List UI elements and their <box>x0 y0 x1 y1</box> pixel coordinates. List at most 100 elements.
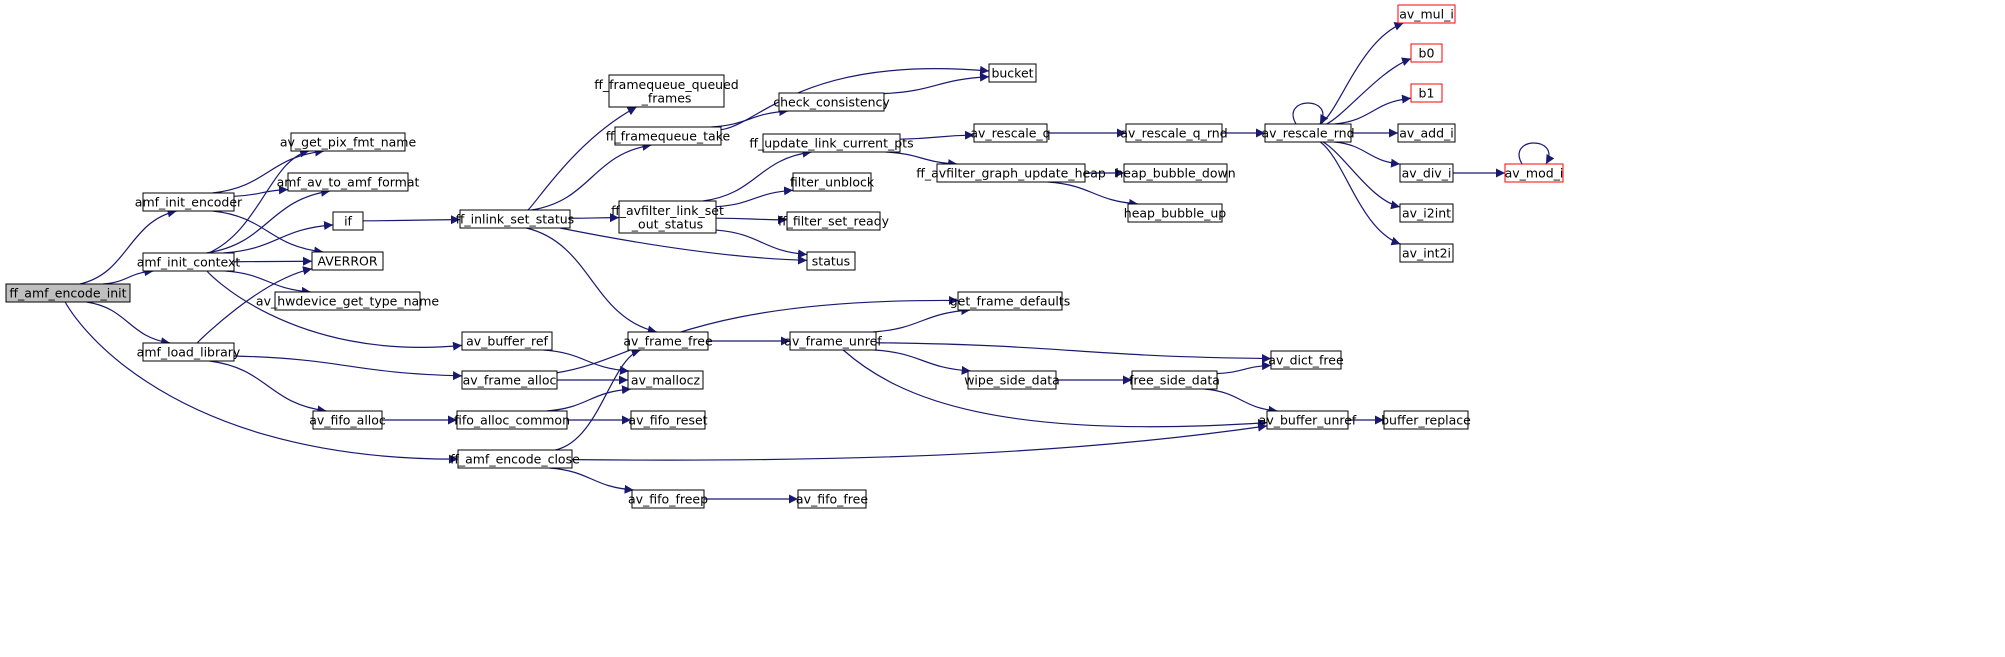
node-av_int2i[interactable]: av_int2i <box>1399 243 1454 263</box>
node-box[interactable] <box>1123 163 1228 183</box>
node-box[interactable] <box>312 410 383 430</box>
node-AVERROR[interactable]: AVERROR <box>311 251 384 271</box>
node-box[interactable] <box>1270 350 1342 370</box>
node-heap_bubble_up[interactable]: heap_bubble_up <box>1124 203 1227 223</box>
node-status[interactable]: status <box>806 251 856 271</box>
node-wipe_side_data[interactable]: wipe_side_data <box>964 370 1060 390</box>
node-ff_avfilter_graph_update_heap[interactable]: ff_avfilter_graph_update_heap <box>916 163 1106 183</box>
node-ff_amf_encode_close[interactable]: ff_amf_encode_close <box>450 449 580 469</box>
node-ff_framequeue_take[interactable]: ff_framequeue_take <box>606 126 731 146</box>
node-av_hwdevice_get_type_name[interactable]: av_hwdevice_get_type_name <box>256 291 439 311</box>
node-av_frame_free[interactable]: av_frame_free <box>623 331 713 351</box>
node-av_i2int[interactable]: av_i2int <box>1399 203 1454 223</box>
node-av_mod_i[interactable]: av_mod_i <box>1504 163 1564 183</box>
node-box[interactable] <box>459 209 571 229</box>
node-av_buffer_ref[interactable]: av_buffer_ref <box>461 331 553 351</box>
node-box[interactable] <box>461 370 558 390</box>
node-amf_load_library[interactable]: amf_load_library <box>137 342 241 362</box>
node-box[interactable] <box>973 123 1048 143</box>
node-av_dict_free[interactable]: av_dict_free <box>1268 350 1344 370</box>
node-box[interactable] <box>311 251 384 271</box>
node-fifo_alloc_common[interactable]: fifo_alloc_common <box>454 410 570 430</box>
node-av_frame_alloc[interactable]: av_frame_alloc <box>461 370 558 390</box>
node-box[interactable] <box>1410 83 1443 103</box>
node-free_side_data[interactable]: free_side_data <box>1129 370 1220 390</box>
node-ff_framequeue_queued_frames[interactable]: ff_framequeue_queued_frames <box>594 74 739 108</box>
node-filter_unblock[interactable]: filter_unblock <box>790 172 875 192</box>
node-box[interactable] <box>457 449 573 469</box>
node-buffer_replace[interactable]: buffer_replace <box>1381 410 1471 430</box>
node-av_fifo_alloc[interactable]: av_fifo_alloc <box>309 410 386 430</box>
node-box[interactable] <box>142 252 235 272</box>
node-box[interactable] <box>614 126 722 146</box>
node-if[interactable]: if <box>332 211 364 231</box>
node-av_get_pix_fmt_name[interactable]: av_get_pix_fmt_name <box>280 132 417 152</box>
node-box[interactable] <box>1264 123 1352 143</box>
node-box[interactable] <box>936 163 1086 183</box>
node-av_add_i[interactable]: av_add_i <box>1397 123 1456 143</box>
node-ff_inlink_set_status[interactable]: ff_inlink_set_status <box>456 209 574 229</box>
node-box[interactable] <box>792 172 872 192</box>
node-av_div_i[interactable]: av_div_i <box>1399 163 1454 183</box>
node-box[interactable] <box>287 172 409 192</box>
node-box[interactable] <box>274 291 421 311</box>
node-ff_avfilter_link_set_out_status[interactable]: ff_avfilter_link_set_out_status <box>611 200 724 234</box>
node-b1[interactable]: b1 <box>1410 83 1443 103</box>
node-box[interactable] <box>797 489 867 509</box>
node-amf_av_to_amf_format[interactable]: amf_av_to_amf_format <box>277 172 420 192</box>
node-b0[interactable]: b0 <box>1410 43 1443 63</box>
node-box[interactable] <box>762 133 901 153</box>
node-box[interactable] <box>618 200 717 234</box>
node-box[interactable] <box>142 192 235 212</box>
node-av_fifo_reset[interactable]: av_fifo_reset <box>628 410 708 430</box>
node-av_fifo_free[interactable]: av_fifo_free <box>796 489 868 509</box>
node-av_frame_unref[interactable]: av_frame_unref <box>784 331 882 351</box>
node-box[interactable] <box>1127 203 1223 223</box>
node-bucket[interactable]: bucket <box>988 63 1037 83</box>
node-box[interactable] <box>1266 410 1349 430</box>
node-amf_init_context[interactable]: amf_init_context <box>137 252 241 272</box>
node-box[interactable] <box>1399 163 1454 183</box>
node-box[interactable] <box>806 251 856 271</box>
node-check_consistency[interactable]: check_consistency <box>773 92 890 112</box>
node-box[interactable] <box>456 410 568 430</box>
node-box[interactable] <box>1399 243 1454 263</box>
node-box[interactable] <box>1504 163 1564 183</box>
node-ff_filter_set_ready[interactable]: ff_filter_set_ready <box>778 211 890 231</box>
node-box[interactable] <box>1399 203 1454 223</box>
node-av_rescale_q[interactable]: av_rescale_q <box>970 123 1051 143</box>
node-av_rescale_rnd[interactable]: av_rescale_rnd <box>1261 123 1355 143</box>
node-get_frame_defaults[interactable]: get_frame_defaults <box>950 291 1071 311</box>
node-box[interactable] <box>631 489 705 509</box>
node-box[interactable] <box>290 132 406 152</box>
node-box[interactable] <box>786 211 881 231</box>
node-heap_bubble_down[interactable]: heap_bubble_down <box>1115 163 1236 183</box>
node-box[interactable] <box>967 370 1057 390</box>
node-box[interactable] <box>1125 123 1223 143</box>
node-box[interactable] <box>1383 410 1469 430</box>
node-box[interactable] <box>789 331 877 351</box>
node-av_rescale_q_rnd[interactable]: av_rescale_q_rnd <box>1120 123 1228 143</box>
node-av_buffer_unref[interactable]: av_buffer_unref <box>1259 410 1357 430</box>
node-av_fifo_freep[interactable]: av_fifo_freep <box>628 489 708 509</box>
node-av_mallocz[interactable]: av_mallocz <box>627 370 704 390</box>
node-box[interactable] <box>1397 4 1456 24</box>
node-box[interactable] <box>630 410 706 430</box>
node-box[interactable] <box>461 331 553 351</box>
node-box[interactable] <box>627 331 709 351</box>
node-box[interactable] <box>988 63 1037 83</box>
node-box[interactable] <box>608 74 725 108</box>
node-av_mul_i[interactable]: av_mul_i <box>1397 4 1456 24</box>
node-box[interactable] <box>5 283 131 303</box>
node-box[interactable] <box>1397 123 1456 143</box>
node-box[interactable] <box>778 92 885 112</box>
node-box[interactable] <box>332 211 364 231</box>
node-amf_init_encoder[interactable]: amf_init_encoder <box>135 192 243 212</box>
node-box[interactable] <box>957 291 1063 311</box>
node-box[interactable] <box>142 342 235 362</box>
node-ff_amf_encode_init[interactable]: ff_amf_encode_init <box>5 283 131 303</box>
node-box[interactable] <box>627 370 704 390</box>
node-box[interactable] <box>1410 43 1443 63</box>
node-ff_update_link_current_pts[interactable]: ff_update_link_current_pts <box>749 133 914 153</box>
node-box[interactable] <box>1131 370 1218 390</box>
